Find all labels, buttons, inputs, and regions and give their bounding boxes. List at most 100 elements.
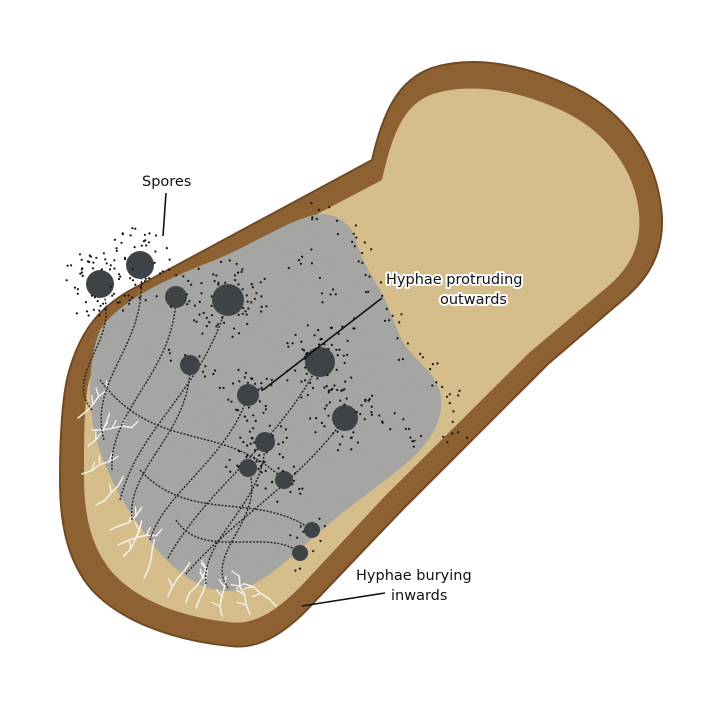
- spore-dot: [336, 449, 340, 452]
- spore-dot: [296, 536, 299, 539]
- spore-dot: [419, 435, 423, 438]
- spore-dot: [85, 310, 89, 313]
- spore-dot: [238, 380, 241, 383]
- spore-dot: [396, 337, 399, 340]
- spore-dot: [389, 428, 392, 431]
- spore-dot: [236, 271, 240, 274]
- inward-hypha-branch: [90, 461, 96, 472]
- spore-dot: [285, 436, 288, 439]
- spore-dot: [193, 319, 196, 322]
- spore-dot: [241, 288, 244, 291]
- spore-dot: [195, 320, 198, 323]
- spore-dot: [142, 240, 145, 243]
- spore-dot: [311, 216, 314, 219]
- spore-dot: [129, 234, 132, 237]
- spore-dot: [242, 306, 245, 310]
- spore-dot: [334, 293, 337, 296]
- spore-dot: [108, 268, 112, 271]
- inward-hypha-branch: [167, 578, 174, 588]
- outward-hypha: [149, 394, 249, 541]
- spore-dot: [127, 302, 131, 305]
- spore-dot: [98, 314, 101, 317]
- spore-dot: [200, 282, 203, 285]
- spore-dot: [99, 304, 102, 307]
- spore-dot: [336, 354, 339, 357]
- spore-dot: [128, 299, 131, 302]
- spore-dot: [147, 241, 150, 244]
- spore-dot: [210, 304, 213, 308]
- outward-hypha: [82, 284, 107, 411]
- sporangium: [212, 284, 244, 316]
- spore-dot: [159, 272, 162, 275]
- protruding-leader-line: [262, 297, 383, 391]
- spore-dot: [401, 358, 404, 361]
- spore-dot: [121, 232, 124, 235]
- spore-dot: [134, 227, 137, 230]
- spore-dot: [246, 419, 249, 422]
- inward-hypha: [77, 389, 108, 419]
- spore-dot: [205, 325, 208, 328]
- hyphae-protruding-label: Hyphae protruding: [386, 272, 522, 288]
- spore-dot: [184, 354, 187, 357]
- spore-dot: [143, 280, 147, 283]
- spore-dot: [246, 454, 249, 457]
- spore-dot: [441, 385, 444, 389]
- spore-dot: [255, 292, 258, 295]
- spore-dot: [320, 337, 323, 341]
- spore-dot: [352, 327, 355, 330]
- burying-leader-line: [301, 592, 386, 607]
- spore-dot: [252, 427, 255, 430]
- spore-dot: [327, 391, 330, 394]
- spore-dot: [88, 260, 91, 264]
- spore-dot: [258, 454, 261, 457]
- spore-dot: [343, 361, 346, 364]
- inward-hypha-branch: [200, 559, 207, 569]
- spore-dot: [140, 282, 143, 285]
- spore-dot: [435, 381, 438, 384]
- spore-dot: [298, 487, 301, 491]
- spore-dot: [185, 293, 188, 296]
- spore-dot: [238, 450, 241, 453]
- spore-dot: [213, 280, 216, 283]
- spore-dot: [270, 378, 273, 382]
- spore-dot: [306, 393, 309, 397]
- spore-dot: [329, 293, 332, 296]
- spores-leader-line: [162, 192, 167, 237]
- spore-dot: [103, 307, 106, 310]
- spore-dot: [411, 440, 414, 443]
- spore-dot: [190, 283, 193, 286]
- spore-dot: [317, 208, 320, 211]
- spore-dot: [397, 358, 401, 361]
- spore-dot: [89, 255, 92, 258]
- outward-hypha: [119, 299, 229, 501]
- spore-dot: [361, 261, 364, 264]
- spore-dot: [291, 342, 294, 345]
- spore-dot: [260, 305, 263, 308]
- spore-dot: [66, 264, 69, 267]
- spore-dot: [218, 386, 221, 389]
- inward-hypha: [95, 476, 124, 506]
- spore-dot: [117, 277, 121, 281]
- spore-dot: [319, 539, 322, 543]
- spore-dot: [370, 411, 373, 414]
- spore-dot: [284, 428, 287, 431]
- hyphae-burying-label-line2: inwards: [391, 588, 447, 604]
- spore-dot: [393, 412, 396, 415]
- spore-dot: [304, 366, 307, 369]
- spore-dot: [363, 241, 366, 244]
- spore-dot: [391, 314, 394, 317]
- spore-dot: [265, 451, 268, 454]
- spore-dot: [237, 332, 241, 335]
- spore-dot: [81, 267, 84, 270]
- spore-dot: [212, 273, 215, 276]
- spore-dot: [287, 345, 290, 348]
- spore-dot: [265, 305, 268, 308]
- spore-dot: [413, 439, 416, 442]
- spore-dot: [223, 321, 226, 324]
- spore-dot: [313, 334, 316, 337]
- spore-dot: [182, 275, 185, 278]
- spore-dot: [345, 397, 348, 400]
- inward-hypha-branch: [155, 528, 163, 537]
- spore-dot: [323, 386, 326, 389]
- spore-dot: [320, 421, 323, 424]
